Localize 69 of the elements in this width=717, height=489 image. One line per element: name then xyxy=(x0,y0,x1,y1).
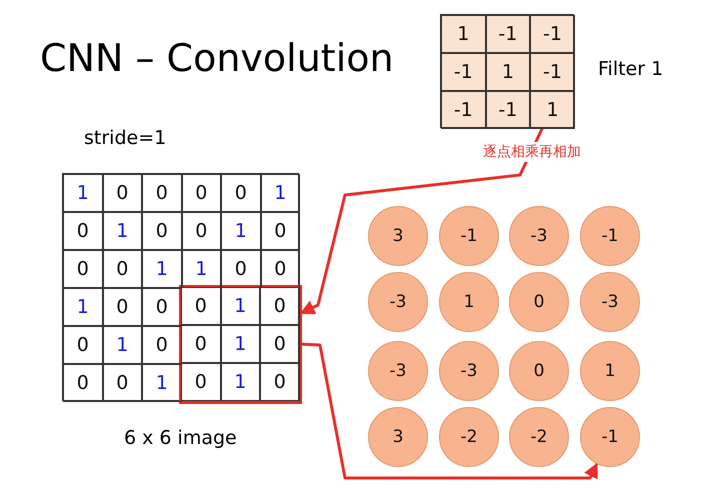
matrix-cell: 0 xyxy=(63,212,102,250)
matrix-cell: 0 xyxy=(181,363,220,401)
output-circle: 3 xyxy=(368,407,428,467)
matrix-cell: 0 xyxy=(63,364,102,402)
output-circle: -3 xyxy=(439,341,499,401)
output-circle: 1 xyxy=(580,341,640,401)
stride-label: stride=1 xyxy=(84,127,166,149)
matrix-cell: -1 xyxy=(530,15,575,53)
image-grid xyxy=(62,173,299,401)
matrix-cell: 1 xyxy=(63,288,102,326)
matrix-cell: -1 xyxy=(486,91,530,129)
matrix-cell: 1 xyxy=(142,250,182,288)
matrix-cell: 0 xyxy=(63,250,102,288)
matrix-cell: 0 xyxy=(260,325,300,363)
image-caption: 6 x 6 image xyxy=(124,427,237,449)
matrix-cell: 0 xyxy=(102,174,142,212)
arrow xyxy=(300,127,544,315)
matrix-cell: 1 xyxy=(102,212,142,250)
output-circle: 1 xyxy=(439,272,499,332)
output-circle: -3 xyxy=(368,272,428,332)
output-circle: -1 xyxy=(580,407,640,467)
matrix-cell: 0 xyxy=(221,174,260,212)
matrix-cell: 1 xyxy=(182,250,221,288)
filter-label: Filter 1 xyxy=(598,58,664,80)
matrix-cell: -1 xyxy=(441,53,486,91)
title: CNN – Convolution xyxy=(40,36,394,80)
matrix-cell: 0 xyxy=(142,288,182,326)
matrix-cell: 0 xyxy=(102,250,142,288)
output-circle: -2 xyxy=(439,407,499,467)
matrix-cell: 0 xyxy=(260,363,300,401)
matrix-cell: 1 xyxy=(220,287,260,325)
matrix-cell: 0 xyxy=(182,174,221,212)
output-circle: -1 xyxy=(439,206,499,266)
matrix-cell: 1 xyxy=(220,363,260,401)
matrix-cell: 0 xyxy=(142,212,182,250)
output-circle: -2 xyxy=(509,407,569,467)
matrix-cell: 1 xyxy=(220,325,260,363)
output-circle: 0 xyxy=(509,341,569,401)
output-circle: 0 xyxy=(509,272,569,332)
highlight-box xyxy=(179,285,302,404)
matrix-cell: 0 xyxy=(260,287,300,325)
matrix-cell: 0 xyxy=(260,250,300,288)
output-circle: -3 xyxy=(509,206,569,266)
matrix-cell: 0 xyxy=(260,212,300,250)
output-circle: -1 xyxy=(580,206,640,266)
output-circle: -3 xyxy=(368,341,428,401)
matrix-cell: -1 xyxy=(486,15,530,53)
output-circle: 3 xyxy=(368,206,428,266)
matrix-cell: 1 xyxy=(142,364,182,402)
matrix-cell: 1 xyxy=(530,91,575,129)
matrix-cell: -1 xyxy=(441,91,486,129)
matrix-cell: 0 xyxy=(63,326,102,364)
matrix-cell: 0 xyxy=(142,174,182,212)
matrix-cell: 1 xyxy=(441,15,486,53)
matrix-cell: 0 xyxy=(181,325,220,363)
matrix-cell: 1 xyxy=(63,174,102,212)
matrix-cell: -1 xyxy=(530,53,575,91)
matrix-cell: 0 xyxy=(102,364,142,402)
matrix-cell: 1 xyxy=(102,326,142,364)
output-circle: -3 xyxy=(580,272,640,332)
matrix-cell: 0 xyxy=(142,326,182,364)
matrix-cell: 1 xyxy=(260,174,300,212)
matrix-cell: 0 xyxy=(221,250,260,288)
filter-grid xyxy=(440,14,574,128)
matrix-cell: 0 xyxy=(102,288,142,326)
matrix-cell: 1 xyxy=(486,53,530,91)
matrix-cell: 1 xyxy=(221,212,260,250)
matrix-cell: 0 xyxy=(182,212,221,250)
matrix-cell: 0 xyxy=(181,287,220,325)
